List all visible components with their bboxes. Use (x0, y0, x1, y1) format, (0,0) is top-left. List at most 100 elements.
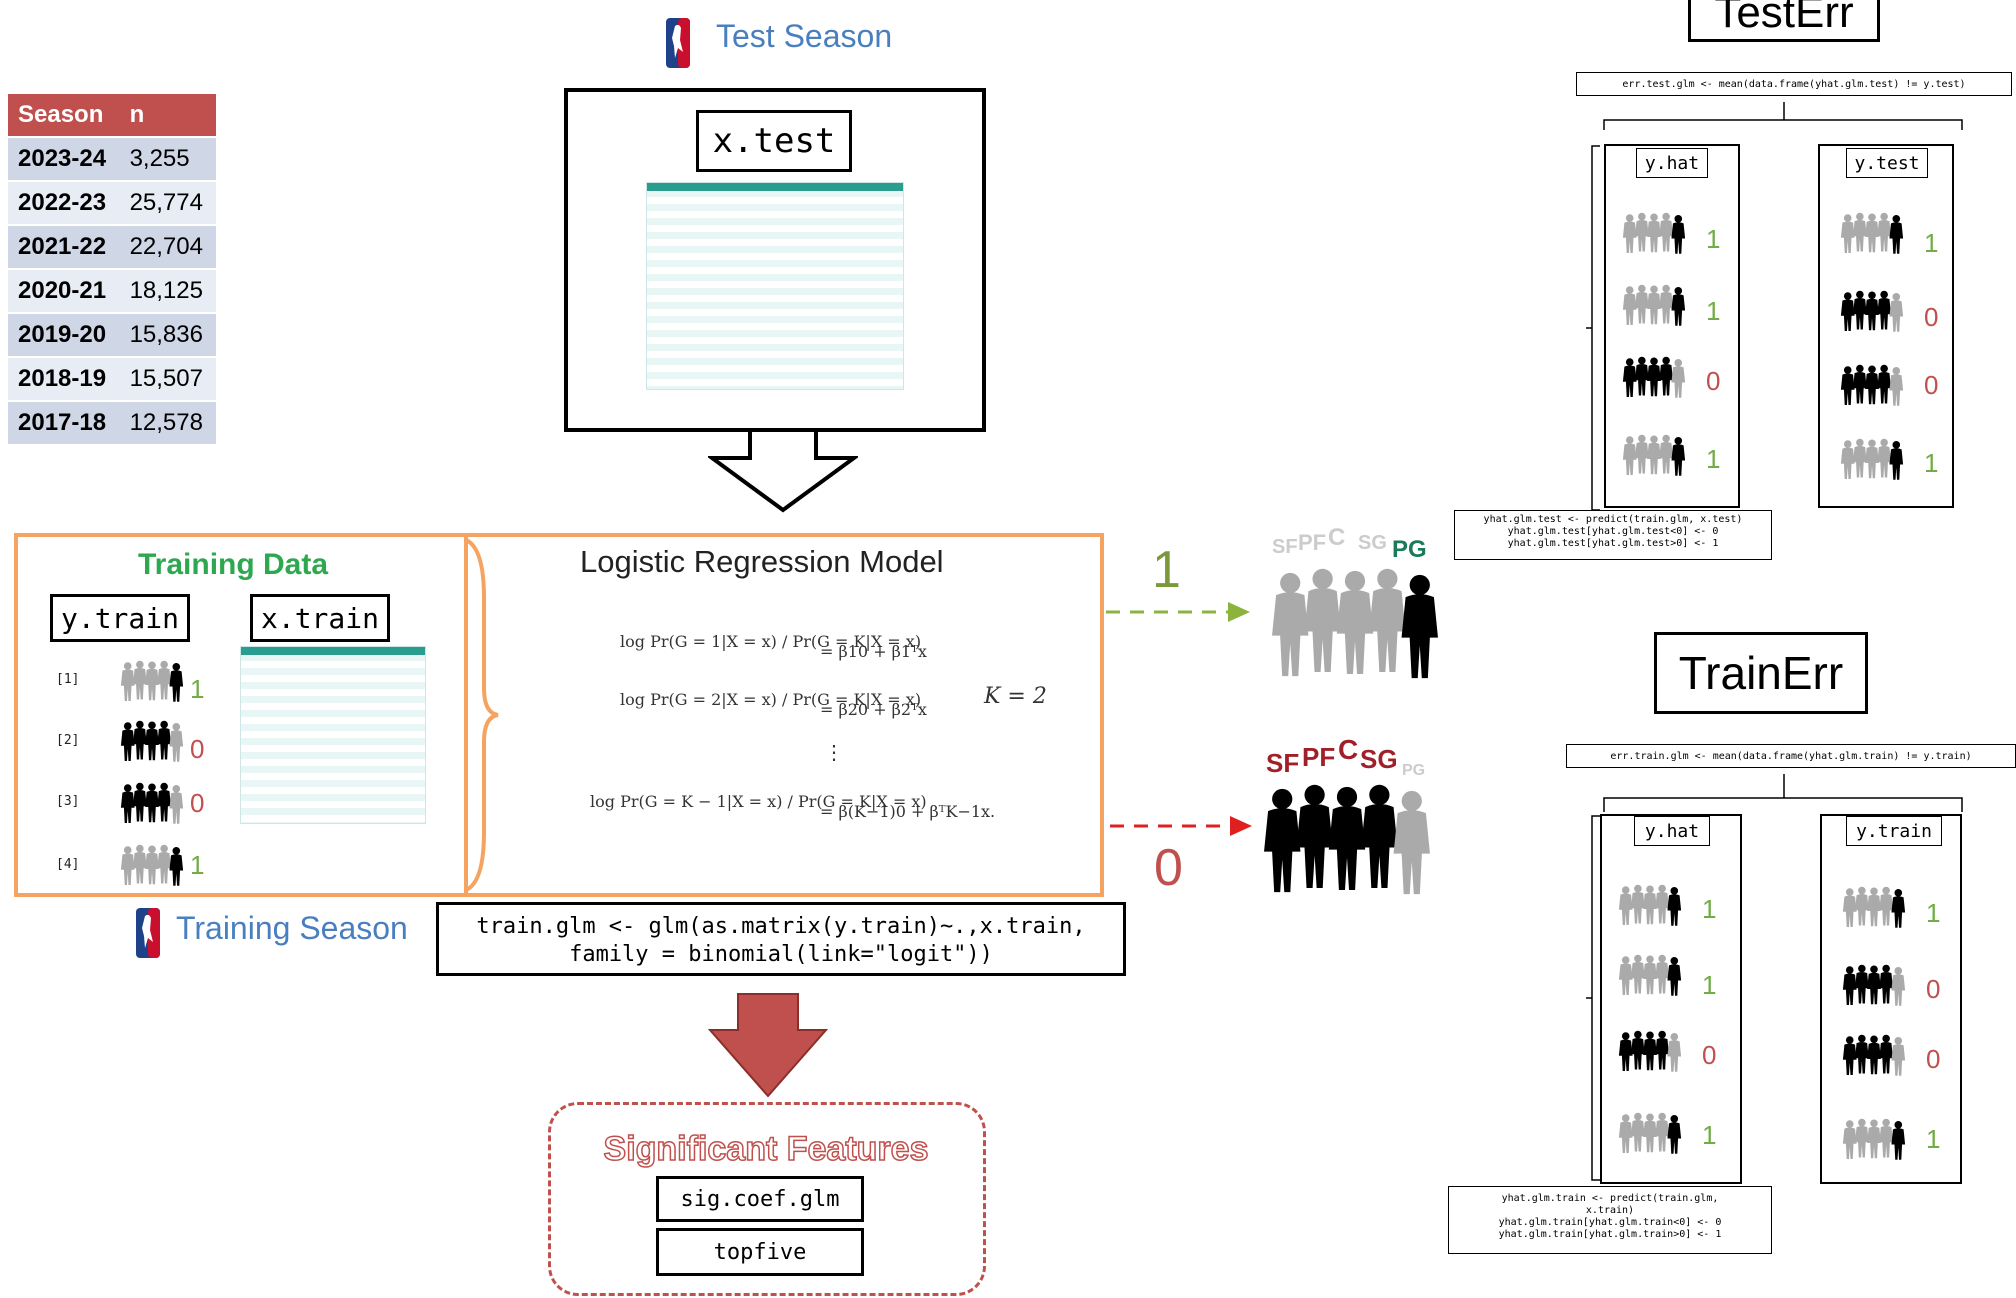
pf-label: PF (1298, 530, 1327, 555)
test-yhat-value: 1 (1706, 296, 1721, 326)
train-err-title: TrainErr (1654, 632, 1868, 714)
test-season-label: Test Season (716, 18, 893, 54)
n-cell: 12,578 (119, 400, 216, 444)
test-yhat-value: 0 (1706, 366, 1721, 396)
frontcourt-lineup-icon (1840, 364, 1904, 406)
training-data-title: Training Data (138, 548, 329, 581)
sg-label: SG (1360, 744, 1398, 774)
season-cell: 2018-19 (8, 356, 120, 401)
topfive-box: topfive (656, 1228, 864, 1276)
significant-features-panel (548, 1102, 986, 1296)
y-train-value: 0 (190, 734, 205, 764)
test-ytest-value: 0 (1924, 370, 1939, 400)
model-title: Logistic Regression Model (580, 544, 944, 579)
pg-lineup-icon (1622, 212, 1686, 254)
pg-lineup-icon (120, 660, 184, 702)
train-yhat-value: 0 (1702, 1040, 1717, 1070)
train-ytrain-label: y.train (1846, 816, 1942, 846)
test-yhat-value: 1 (1706, 444, 1721, 474)
code-line: yhat.glm.train[yhat.glm.train<0] <- 0 (1498, 1217, 1722, 1228)
test-ytest-value: 0 (1924, 302, 1939, 332)
code-line: yhat.glm.train[yhat.glm.train>0] <- 1 (1498, 1229, 1722, 1240)
pg-lineup-icon (1842, 1118, 1906, 1160)
sf-label: SF (1266, 748, 1300, 778)
bracket-connector (1586, 145, 1600, 511)
x-test-data-table (646, 182, 904, 390)
ellipsis: ⋮ (824, 740, 844, 764)
code-line: yhat.glm.test <- predict(train.glm, x.te… (1483, 514, 1743, 525)
test-yhat-value: 1 (1706, 224, 1721, 254)
split-connector (1603, 774, 1963, 812)
index-label: [3] (56, 794, 80, 809)
train-yhat-value: 1 (1702, 970, 1717, 1000)
frontcourt-lineup-large: SF PF C SG PG (1262, 734, 1432, 910)
season-header: Season (8, 94, 120, 137)
season-cell: 2023-24 (8, 136, 120, 181)
k-equation: K = 2 (984, 684, 1047, 709)
pg-lineup-icon (1842, 886, 1906, 928)
equation-1-rhs: = β10 + β1ᵀx (820, 642, 927, 661)
equation-2-rhs: = β20 + β2ᵀx (820, 700, 927, 719)
split-connector (1603, 102, 1963, 130)
code-line: train.glm <- glm(as.matrix(y.train)~.,x.… (476, 914, 1086, 939)
pg-lineup-icon (1840, 438, 1904, 480)
frontcourt-lineup-icon (1840, 290, 1904, 332)
train-yhat-column (1600, 814, 1742, 1184)
players-silhouette-icon (1272, 568, 1438, 679)
pg-label: PG (1402, 762, 1426, 779)
pg-lineup-icon (1840, 212, 1904, 254)
outcome-zero-label: 0 (1154, 839, 1183, 897)
pg-lineup-icon (1618, 954, 1682, 996)
train-yhat-value: 1 (1702, 894, 1717, 924)
glm-code-box: train.glm <- glm(as.matrix(y.train)~.,x.… (436, 902, 1126, 976)
y-train-value: 1 (190, 674, 205, 704)
x-test-label: x.test (696, 110, 852, 172)
equation-3-rhs: = β(K−1)0 + βᵀK−1x. (820, 802, 996, 821)
test-yhat-label: y.hat (1636, 148, 1708, 178)
train-ytrain-column (1820, 814, 1962, 1184)
frontcourt-lineup-icon (1842, 964, 1906, 1006)
test-err-formula: err.test.glm <- mean(data.frame(yhat.glm… (1576, 72, 2012, 96)
c-label: C (1328, 524, 1346, 551)
frontcourt-lineup-icon (1622, 356, 1686, 398)
sg-label: SG (1358, 532, 1387, 554)
train-ytrain-value: 1 (1926, 1124, 1941, 1154)
arrow-to-one-icon (1106, 602, 1250, 622)
down-arrow-icon (707, 993, 829, 1098)
nba-logo-icon (136, 908, 160, 958)
season-cell: 2019-20 (8, 312, 120, 357)
bracket-connector (1586, 815, 1600, 1181)
frontcourt-lineup-icon (1618, 1030, 1682, 1072)
season-cell: 2022-23 (8, 180, 120, 225)
sf-label: SF (1272, 536, 1298, 558)
test-yhat-column (1604, 144, 1740, 508)
n-cell: 15,836 (119, 312, 216, 357)
code-line: family = binomial(link="logit")) (569, 942, 993, 967)
nba-logo-icon (666, 18, 690, 68)
players-silhouette-icon (1264, 784, 1430, 895)
sig-coef-glm-box: sig.coef.glm (656, 1176, 864, 1222)
y-train-value: 0 (190, 788, 205, 818)
n-cell: 15,507 (119, 356, 216, 401)
pg-lineup-icon (1618, 884, 1682, 926)
equation-3-lhs: log Pr(G = K − 1|X = x) / Pr(G = K|X = x… (590, 792, 927, 811)
down-arrow-icon (708, 432, 858, 513)
test-ytest-value: 1 (1924, 448, 1939, 478)
outcome-one-label: 1 (1152, 541, 1181, 599)
train-yhat-value: 1 (1702, 1120, 1717, 1150)
train-ytrain-value: 0 (1926, 1044, 1941, 1074)
training-season-label: Training Season (176, 910, 408, 946)
frontcourt-lineup-icon (120, 782, 184, 824)
x-train-data-table (240, 646, 426, 824)
x-train-label: x.train (250, 594, 390, 642)
test-ytest-label: y.test (1846, 148, 1928, 178)
significant-features-title: Significant Features (603, 1129, 929, 1169)
c-label: C (1338, 734, 1359, 765)
n-cell: 25,774 (119, 180, 216, 225)
